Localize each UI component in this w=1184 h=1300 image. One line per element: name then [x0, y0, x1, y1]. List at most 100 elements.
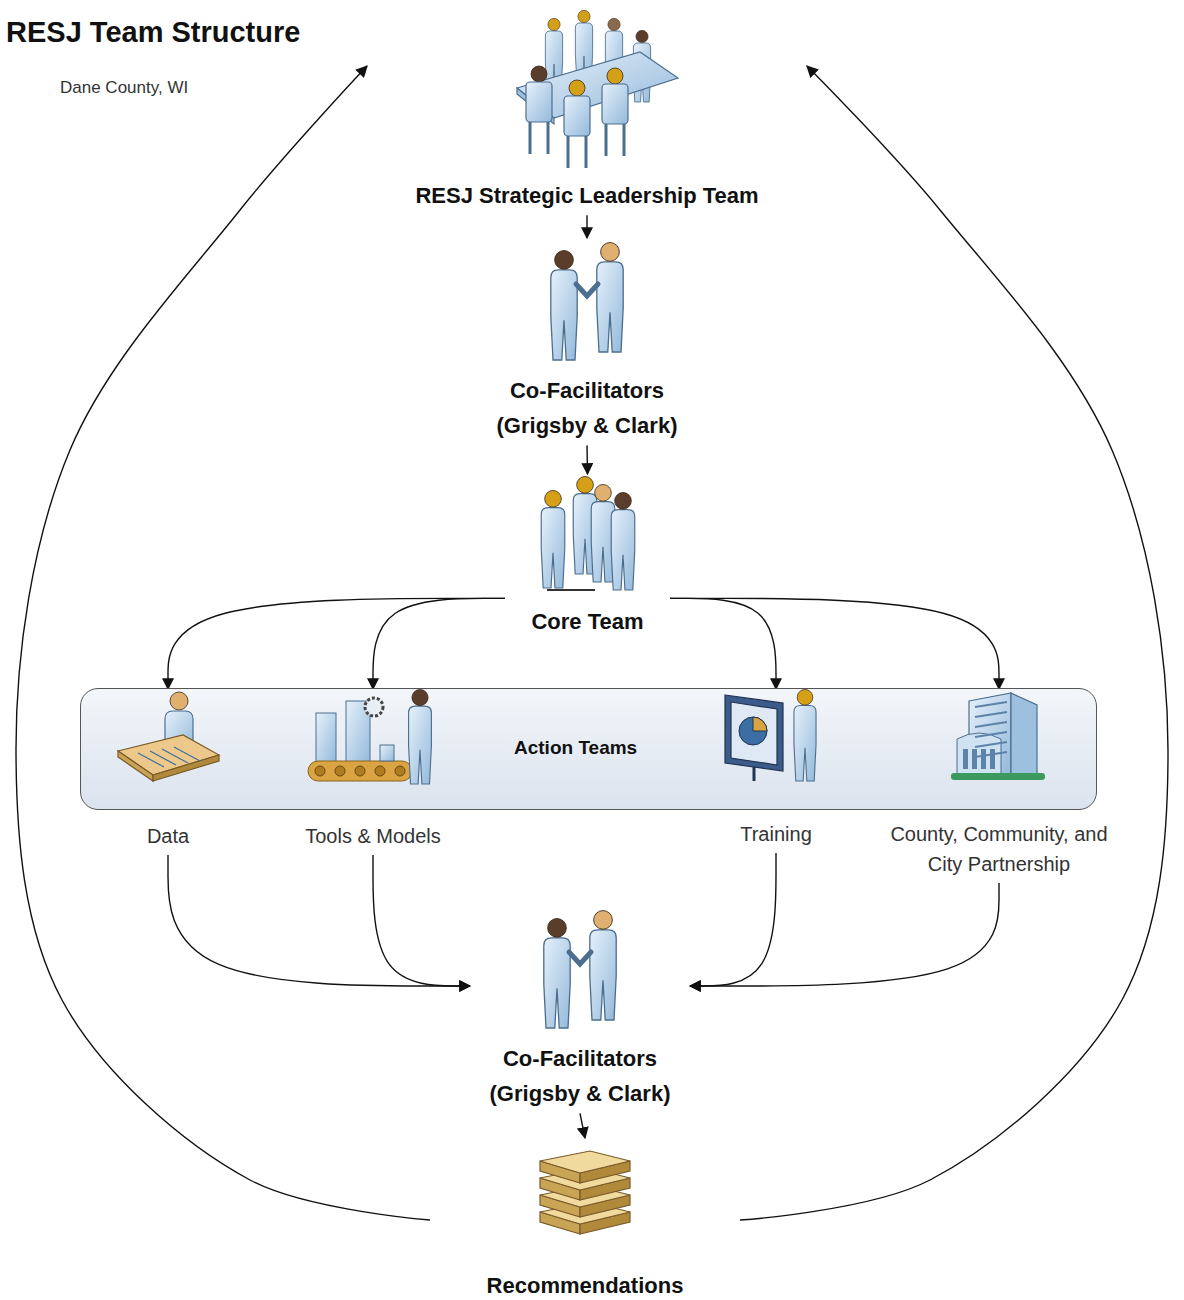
conveyor-roller: [355, 766, 365, 776]
blueprint-line: [150, 751, 176, 765]
blueprint-line: [174, 747, 200, 761]
person-head: [608, 18, 620, 30]
icon-group: [308, 689, 431, 784]
team-bracket: [547, 589, 595, 591]
node-label: Action Teams: [514, 737, 637, 759]
chair-legs: [606, 124, 624, 156]
core-team: Core Team: [505, 476, 670, 639]
flow-arrow: [586, 215, 587, 238]
book-top: [540, 1151, 630, 1173]
shaking-hands: [576, 284, 598, 296]
node-label: RESJ Strategic Leadership Team: [367, 4, 807, 213]
node-icon: [525, 908, 635, 1033]
person-head: [412, 689, 428, 705]
presentation-board: [725, 695, 783, 771]
recommendations: Recommendations: [430, 1140, 740, 1300]
node-icon: [721, 689, 831, 783]
node-label: Co-Facilitators (Grigsby & Clark): [477, 240, 697, 443]
window: [990, 749, 995, 769]
conveyor-roller: [315, 766, 325, 776]
person-head: [548, 919, 567, 938]
chair-legs: [568, 136, 586, 168]
shaking-hands: [569, 952, 591, 964]
person-figure: [551, 251, 577, 360]
person-head: [614, 492, 631, 509]
conveyor-roller: [335, 766, 345, 776]
flow-arrow: [740, 66, 1168, 1220]
node-icon: [949, 689, 1049, 783]
icon-group: [541, 476, 635, 590]
person-body: [597, 262, 623, 352]
person-head: [578, 10, 590, 22]
person-head: [594, 911, 613, 930]
node-icon: [308, 689, 438, 793]
window: [972, 749, 977, 769]
node-label: Core Team: [505, 476, 670, 639]
window-row: [975, 722, 1007, 727]
window-row: [975, 712, 1007, 717]
pie-slice: [753, 717, 767, 731]
action-teams-band: DataTools & ModelsTrainingCounty, Commun…: [80, 688, 1097, 810]
flow-arrow: [168, 855, 470, 986]
machine: [316, 713, 336, 763]
person-head: [607, 68, 623, 84]
action-team: Training: [706, 689, 846, 849]
node-icon: [113, 689, 223, 783]
node-icon: [532, 240, 642, 365]
conveyor-roller: [375, 766, 385, 776]
icon-group: [517, 10, 678, 168]
person-body: [541, 508, 565, 588]
person-body: [409, 706, 432, 784]
person-figure: [541, 490, 565, 588]
person-head: [531, 66, 547, 82]
flow-arrow: [690, 853, 776, 986]
building-front: [957, 733, 1001, 775]
desk-edge: [153, 755, 219, 781]
node-label: Co-Facilitators (Grigsby & Clark): [470, 908, 690, 1111]
person-body: [551, 270, 577, 360]
person-head: [576, 476, 593, 493]
action-team: County, Community, and City Partnership: [889, 689, 1109, 879]
person-figure: [409, 689, 432, 784]
icon-group: [544, 911, 616, 1028]
flow-arrow: [168, 598, 505, 689]
flow-arrow: [690, 883, 999, 986]
node-label: Training: [706, 689, 846, 849]
person-body: [794, 706, 816, 781]
board-screen: [731, 702, 777, 765]
chair-back: [564, 96, 590, 136]
subtitle-label: Dane County, WI: [60, 78, 188, 98]
person-figure: [544, 919, 570, 1028]
window-row: [975, 732, 1007, 737]
person-head: [601, 243, 620, 262]
action-team: Data: [98, 689, 238, 851]
person-head: [555, 251, 574, 270]
connectors: [16, 66, 1168, 1220]
flow-arrow: [373, 598, 505, 689]
icon-group: [540, 1151, 630, 1234]
flow-arrow: [16, 66, 430, 1220]
building-side: [1011, 693, 1037, 775]
facilitators: Co-Facilitators (Grigsby & Clark): [477, 240, 697, 443]
facilitators: Co-Facilitators (Grigsby & Clark): [470, 908, 690, 1111]
window-row: [975, 702, 1007, 707]
diagram-title: RESJ Team Structure: [6, 16, 300, 49]
conveyor-roller: [395, 766, 405, 776]
person-head: [797, 689, 813, 705]
chair-back: [526, 82, 552, 122]
person-body: [611, 510, 635, 590]
flow-arrow: [670, 598, 776, 689]
icon-group: [951, 693, 1045, 780]
node-icon: [492, 4, 682, 172]
window: [963, 749, 968, 769]
node-icon: [533, 476, 643, 594]
board-stand: [753, 767, 756, 781]
icon-group: [118, 692, 219, 781]
blueprint-line: [138, 753, 164, 767]
lawn: [951, 773, 1045, 780]
person-head: [170, 692, 188, 710]
flow-arrow: [580, 1113, 585, 1138]
desk-top: [118, 735, 219, 775]
node-label: Data: [98, 689, 238, 851]
